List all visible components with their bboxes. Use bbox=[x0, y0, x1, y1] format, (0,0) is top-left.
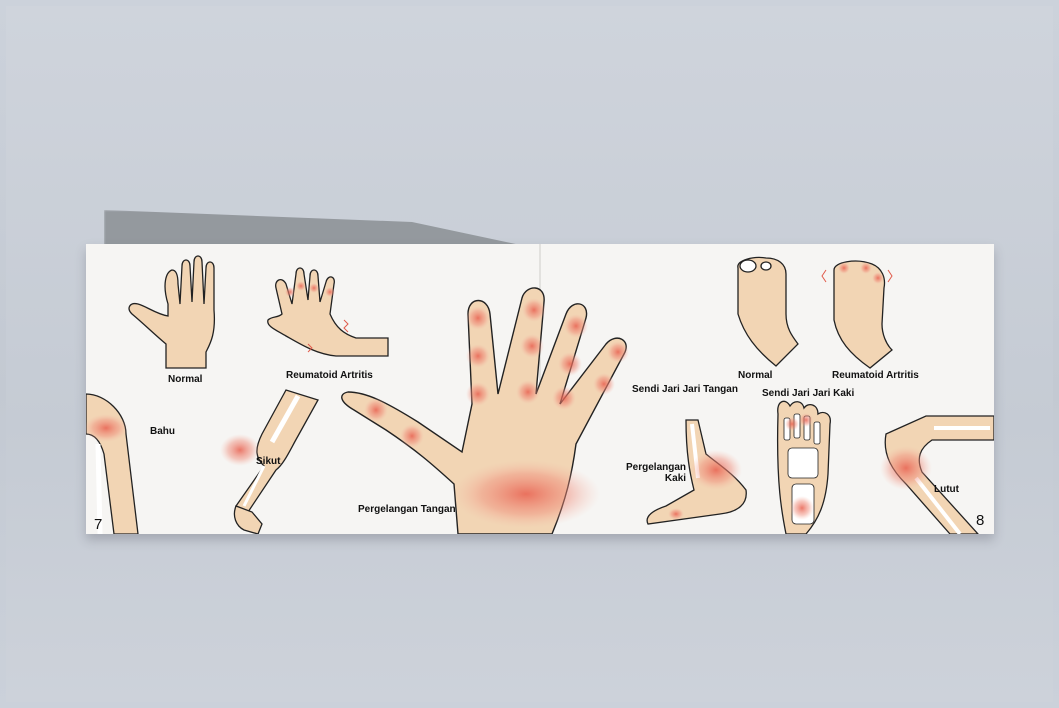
label-toe-joints: Sendi Jari Jari Kaki bbox=[762, 388, 854, 399]
label-normal-hand: Normal bbox=[168, 374, 202, 385]
open-booklet: Normal Reumatoid Artritis Bahu Sikut Per… bbox=[86, 244, 994, 534]
ra-foot-illustration bbox=[822, 261, 892, 368]
label-finger-joints: Sendi Jari Jari Tangan bbox=[632, 384, 738, 395]
normal-foot-illustration bbox=[738, 257, 798, 366]
large-hand-illustration bbox=[342, 288, 629, 534]
toe-joints-illustration bbox=[778, 401, 831, 534]
page-number-left: 7 bbox=[94, 516, 102, 533]
normal-hand-illustration bbox=[129, 256, 214, 368]
illustrations bbox=[86, 244, 994, 534]
label-wrist: Pergelangan Tangan bbox=[358, 504, 456, 515]
label-ankle: Pergelangan Kaki bbox=[626, 462, 686, 484]
label-ra-hand: Reumatoid Artritis bbox=[286, 370, 373, 381]
ra-hand-illustration bbox=[268, 268, 388, 356]
label-ra-foot: Reumatoid Artritis bbox=[832, 370, 919, 381]
label-knee: Lutut bbox=[934, 484, 959, 495]
shoulder-illustration bbox=[86, 394, 138, 534]
label-elbow: Sikut bbox=[256, 456, 280, 467]
page-number-right: 8 bbox=[976, 512, 984, 529]
label-normal-foot: Normal bbox=[738, 370, 772, 381]
label-shoulder: Bahu bbox=[150, 426, 175, 437]
